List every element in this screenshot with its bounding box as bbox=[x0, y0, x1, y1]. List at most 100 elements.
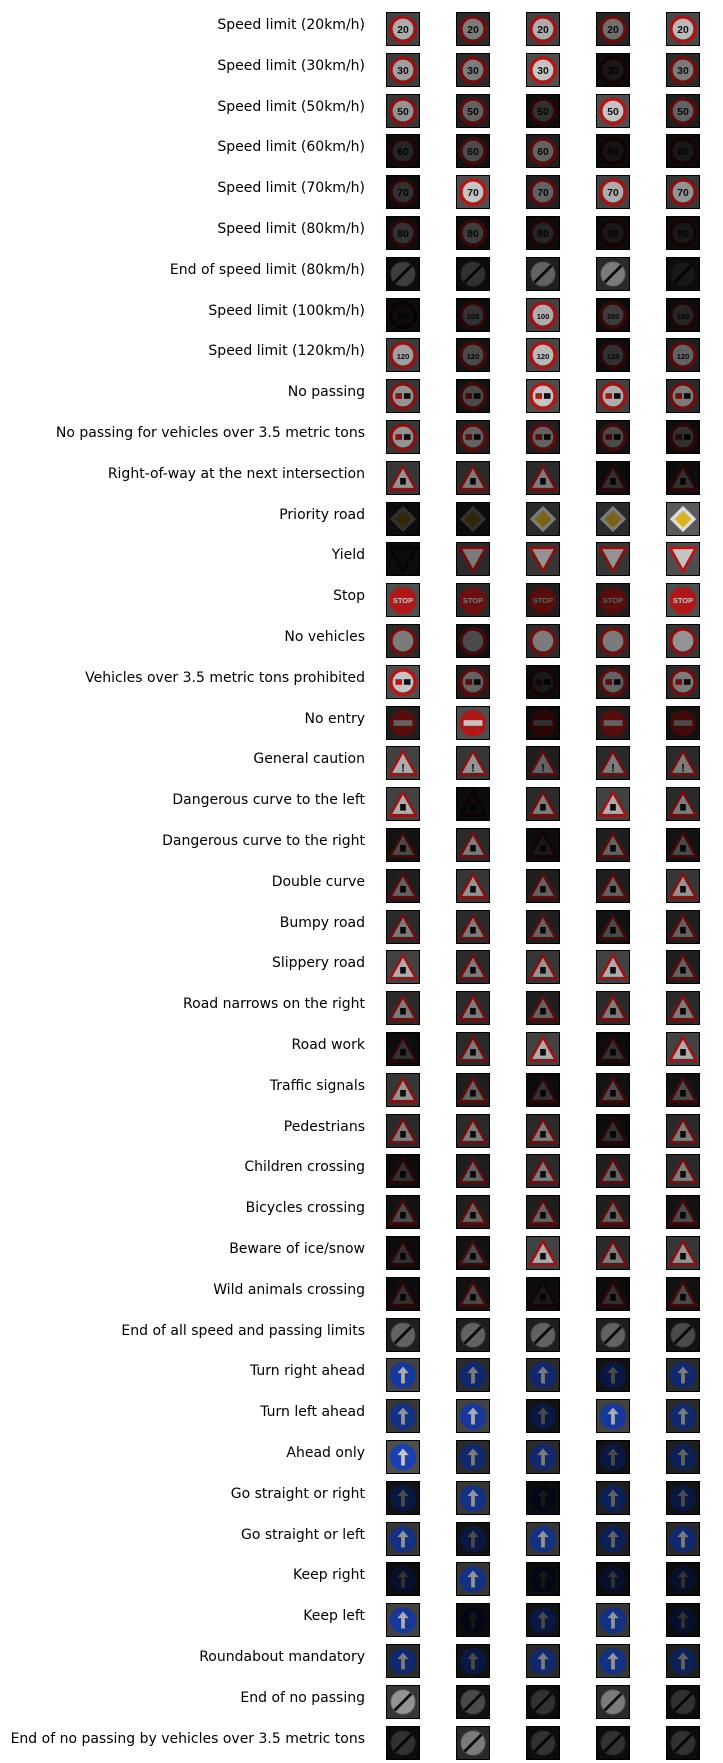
sample-image bbox=[386, 910, 420, 944]
sign-class-row: Priority road bbox=[0, 498, 723, 539]
sign-class-row: Double curve bbox=[0, 865, 723, 906]
sign-thumbnail bbox=[387, 258, 419, 290]
sign-thumbnail bbox=[457, 258, 489, 290]
sample-image bbox=[386, 1562, 420, 1596]
sample-image bbox=[386, 1154, 420, 1188]
sample-image bbox=[596, 1032, 630, 1066]
sample-image bbox=[666, 379, 700, 413]
sample-image bbox=[386, 1522, 420, 1556]
sample-image: 120 bbox=[456, 338, 490, 372]
sample-image bbox=[596, 1073, 630, 1107]
sign-class-row: Yield bbox=[0, 538, 723, 579]
sample-image: ! bbox=[596, 746, 630, 780]
sign-thumbnail bbox=[387, 1237, 419, 1269]
sign-thumbnail bbox=[387, 1441, 419, 1473]
sample-image bbox=[456, 542, 490, 576]
svg-text:120: 120 bbox=[607, 352, 620, 361]
sample-image bbox=[526, 1114, 560, 1148]
sign-thumbnail: 120 bbox=[457, 339, 489, 371]
sample-image bbox=[526, 787, 560, 821]
sign-thumbnail bbox=[667, 1074, 699, 1106]
sample-image bbox=[526, 1399, 560, 1433]
class-label: Yield bbox=[331, 547, 365, 563]
sign-thumbnail: 80 bbox=[457, 217, 489, 249]
svg-text:120: 120 bbox=[467, 352, 480, 361]
svg-text:20: 20 bbox=[677, 25, 689, 36]
sample-image bbox=[666, 1114, 700, 1148]
class-label: End of no passing bbox=[240, 1690, 365, 1706]
sample-image: 20 bbox=[596, 12, 630, 46]
sample-image: 80 bbox=[596, 216, 630, 250]
sign-thumbnail: 60 bbox=[387, 135, 419, 167]
sign-thumbnail: 60 bbox=[527, 135, 559, 167]
sample-image bbox=[596, 991, 630, 1025]
sample-image bbox=[666, 1399, 700, 1433]
svg-text:50: 50 bbox=[397, 107, 409, 118]
sign-thumbnail bbox=[667, 1441, 699, 1473]
sign-thumbnail: 50 bbox=[387, 95, 419, 127]
sample-image: STOP bbox=[456, 583, 490, 617]
sample-image bbox=[386, 991, 420, 1025]
svg-text:120: 120 bbox=[537, 352, 550, 361]
sign-thumbnail bbox=[387, 543, 419, 575]
sign-thumbnail bbox=[667, 258, 699, 290]
sample-image bbox=[456, 1399, 490, 1433]
sign-thumbnail bbox=[597, 543, 629, 575]
sample-image bbox=[526, 1603, 560, 1637]
sign-thumbnail bbox=[667, 625, 699, 657]
sample-image bbox=[526, 1644, 560, 1678]
sign-thumbnail bbox=[597, 1237, 629, 1269]
sign-thumbnail bbox=[667, 1115, 699, 1147]
sample-image bbox=[526, 1236, 560, 1270]
sign-thumbnail bbox=[387, 911, 419, 943]
sign-thumbnail bbox=[387, 421, 419, 453]
sign-thumbnail bbox=[457, 1563, 489, 1595]
class-label: Stop bbox=[333, 588, 365, 604]
svg-text:50: 50 bbox=[537, 107, 549, 118]
class-label: End of no passing by vehicles over 3.5 m… bbox=[10, 1731, 365, 1747]
sign-thumbnail: 100 bbox=[527, 299, 559, 331]
sample-image bbox=[526, 624, 560, 658]
svg-text:70: 70 bbox=[397, 188, 409, 199]
sign-thumbnail bbox=[457, 462, 489, 494]
sample-image: 30 bbox=[456, 53, 490, 87]
sign-thumbnail bbox=[667, 1319, 699, 1351]
sign-thumbnail bbox=[667, 1645, 699, 1677]
class-label: No entry bbox=[304, 711, 365, 727]
sign-thumbnail bbox=[527, 1604, 559, 1636]
sign-thumbnail bbox=[667, 666, 699, 698]
sign-thumbnail bbox=[527, 421, 559, 453]
sample-image bbox=[386, 1318, 420, 1352]
sign-thumbnail: 100 bbox=[667, 299, 699, 331]
svg-text:50: 50 bbox=[467, 107, 479, 118]
sample-image bbox=[386, 1195, 420, 1229]
class-label: Double curve bbox=[271, 874, 365, 890]
sample-image bbox=[596, 828, 630, 862]
sign-thumbnail bbox=[527, 911, 559, 943]
sign-thumbnail bbox=[527, 1155, 559, 1187]
sign-thumbnail bbox=[457, 1115, 489, 1147]
sample-image: 20 bbox=[666, 12, 700, 46]
sample-image bbox=[526, 1562, 560, 1596]
sample-image bbox=[666, 461, 700, 495]
sample-image bbox=[526, 1032, 560, 1066]
sign-thumbnail bbox=[457, 870, 489, 902]
sign-thumbnail bbox=[667, 1196, 699, 1228]
sign-thumbnail: STOP bbox=[457, 584, 489, 616]
sample-image bbox=[456, 1236, 490, 1270]
sign-thumbnail bbox=[387, 1115, 419, 1147]
sample-image bbox=[666, 706, 700, 740]
class-label: Speed limit (20km/h) bbox=[217, 17, 365, 33]
sign-thumbnail: 60 bbox=[457, 135, 489, 167]
sign-thumbnail: 20 bbox=[457, 13, 489, 45]
sign-thumbnail bbox=[597, 421, 629, 453]
sample-image bbox=[596, 379, 630, 413]
sign-thumbnail bbox=[387, 1604, 419, 1636]
sample-image bbox=[386, 950, 420, 984]
sign-thumbnail: ! bbox=[457, 747, 489, 779]
svg-text:80: 80 bbox=[607, 229, 619, 240]
sample-image: 120 bbox=[666, 338, 700, 372]
sample-image bbox=[596, 869, 630, 903]
svg-text:STOP: STOP bbox=[673, 596, 693, 605]
